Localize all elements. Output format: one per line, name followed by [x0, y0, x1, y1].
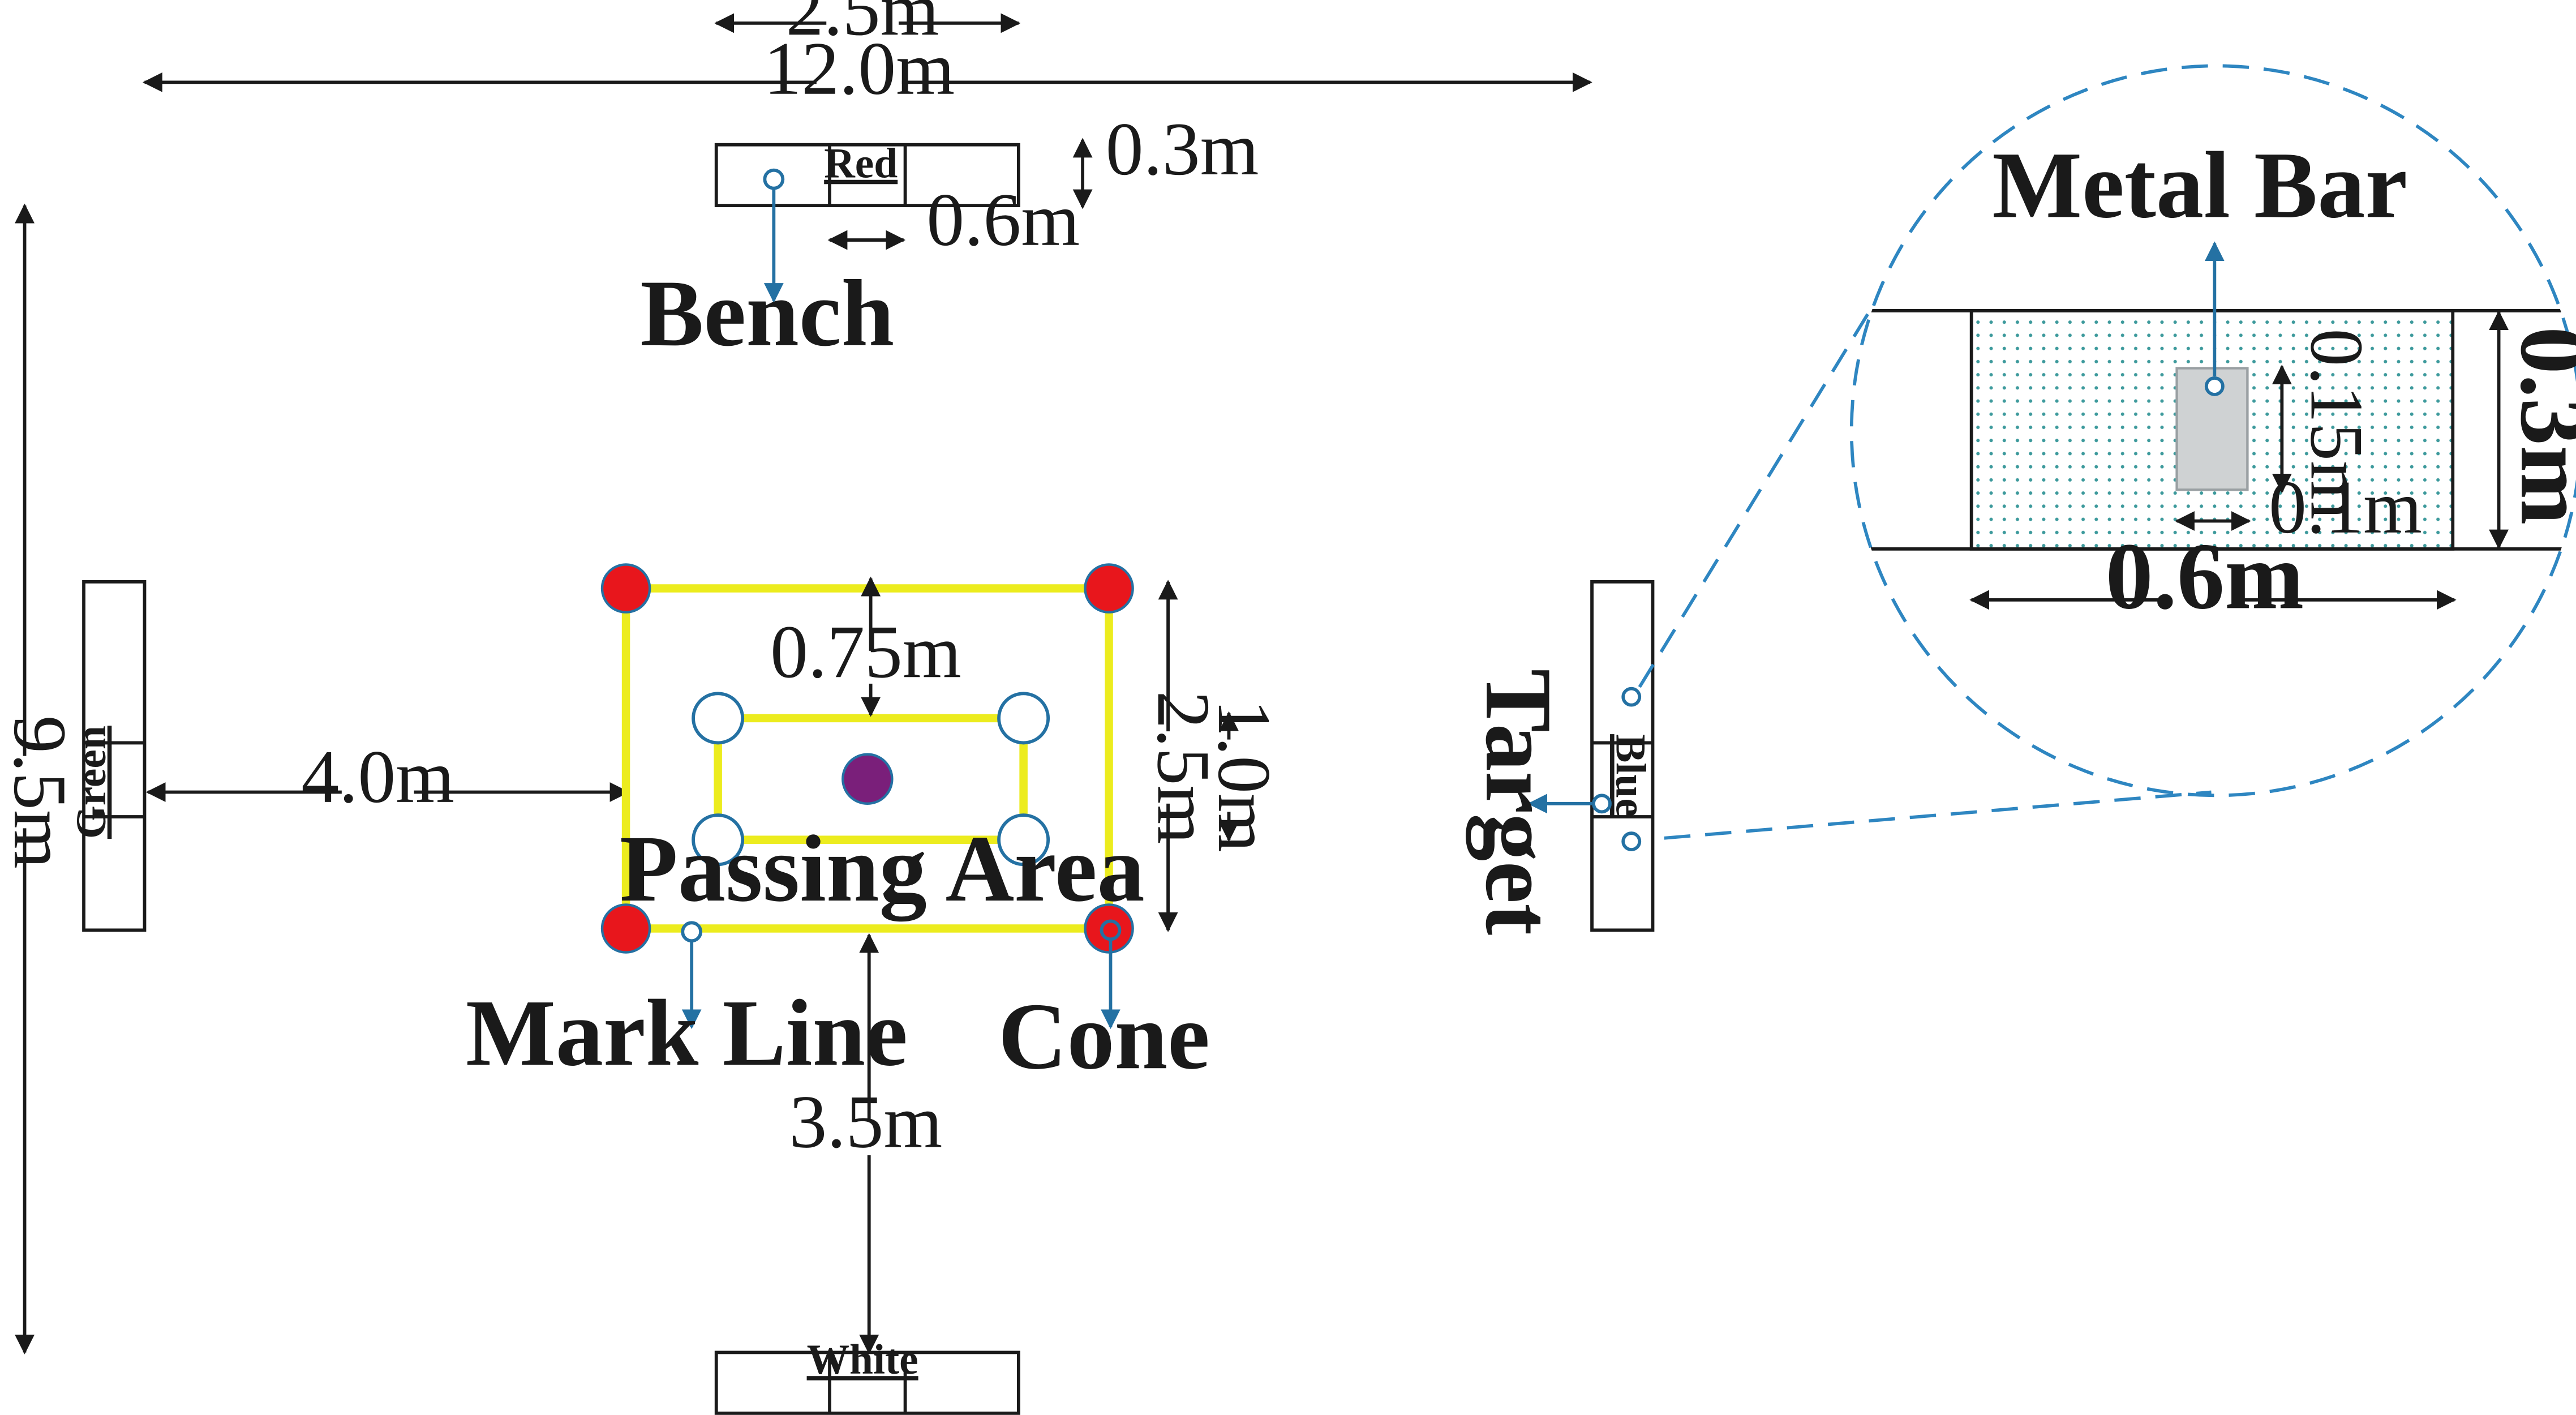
metal-bar-marker	[2204, 376, 2225, 396]
inner-height-dimension: 1.0m	[1203, 699, 1286, 852]
inner-gap-label: 0.75m	[770, 610, 961, 693]
metal-bar-label: Metal Bar	[1992, 132, 2407, 238]
inner-height-label: 1.0m	[1203, 699, 1286, 852]
field-height-label: 9.5m	[0, 715, 82, 869]
field-width-dimension: 12.0m	[142, 27, 1592, 110]
bench-depth-dimension: 0.3m	[1072, 107, 1259, 209]
bench-red: Red	[714, 140, 1020, 208]
top-bench-width-label: 2.5m	[786, 0, 939, 51]
passing-area-label: Passing Area	[620, 816, 1145, 921]
bar-width-label: 0.1m	[2269, 465, 2422, 549]
target-pointer	[1527, 794, 1612, 814]
zoom-callout	[1638, 64, 2576, 840]
green-to-area-label: 4.0m	[301, 735, 454, 818]
bench-segment-label: 0.6m	[926, 178, 1080, 261]
zoom-connector	[1638, 305, 1874, 688]
field-height-dimension: 9.5m	[0, 203, 82, 1354]
area-height-label: 2.5m	[1142, 691, 1226, 844]
mark-line-inner	[714, 714, 1028, 844]
area-to-white-label: 3.5m	[789, 1080, 943, 1164]
metal-bar-marker	[1621, 687, 1642, 707]
cone-pointer	[1100, 919, 1122, 1030]
field-width-label: 12.0m	[764, 27, 955, 110]
inner-marker	[997, 813, 1050, 867]
bench-segment-dimension: 0.6m	[827, 178, 1080, 261]
zoom-depth-dimension: 0.3m	[2489, 310, 2576, 550]
bar-height-dimension: 0.15m	[2272, 328, 2379, 520]
bar-height-label: 0.15m	[2295, 328, 2379, 520]
bench-blue: Blue	[1590, 580, 1655, 932]
zoom-width-label: 0.6m	[2106, 524, 2304, 629]
inner-marker	[692, 813, 745, 867]
cone-label: Cone	[998, 984, 1210, 1089]
cone	[600, 903, 651, 954]
top-bench-width-dimension: 2.5m	[714, 0, 1021, 51]
zoom-depth-label: 0.3m	[2501, 327, 2576, 525]
bench-white: White	[714, 1336, 1020, 1415]
mark-line-label: Mark Line	[466, 980, 908, 1086]
inner-gap-dimension: 0.75m	[770, 576, 961, 717]
bench-red-label: Red	[824, 140, 898, 187]
mark-line-pointer	[681, 921, 703, 1030]
inner-marker	[692, 692, 745, 745]
target-label: Target	[1466, 669, 1571, 936]
cone	[1084, 563, 1134, 614]
zoom-connector	[1664, 790, 2212, 840]
green-to-area-dimension: 4.0m	[145, 735, 630, 818]
area-to-white-dimension: 3.5m	[789, 933, 943, 1354]
cone	[600, 563, 651, 614]
center-ball	[842, 753, 894, 805]
bench-pointer	[763, 168, 785, 303]
area-height-dimension: 2.5m	[1142, 580, 1226, 932]
inner-marker	[997, 692, 1050, 745]
bar-width-dimension: 0.1m	[2175, 465, 2422, 549]
zoom-width-dimension: 0.6m	[1969, 524, 2457, 629]
bench-depth-label: 0.3m	[1106, 107, 1259, 191]
bench-green: Green	[68, 580, 147, 932]
metal-bar-marker	[1621, 831, 1642, 852]
bench-blue-label: Blue	[1607, 734, 1654, 817]
bench-label: Bench	[640, 261, 894, 366]
bench-white-label: White	[807, 1336, 918, 1383]
bench-green-label: Green	[68, 726, 115, 839]
